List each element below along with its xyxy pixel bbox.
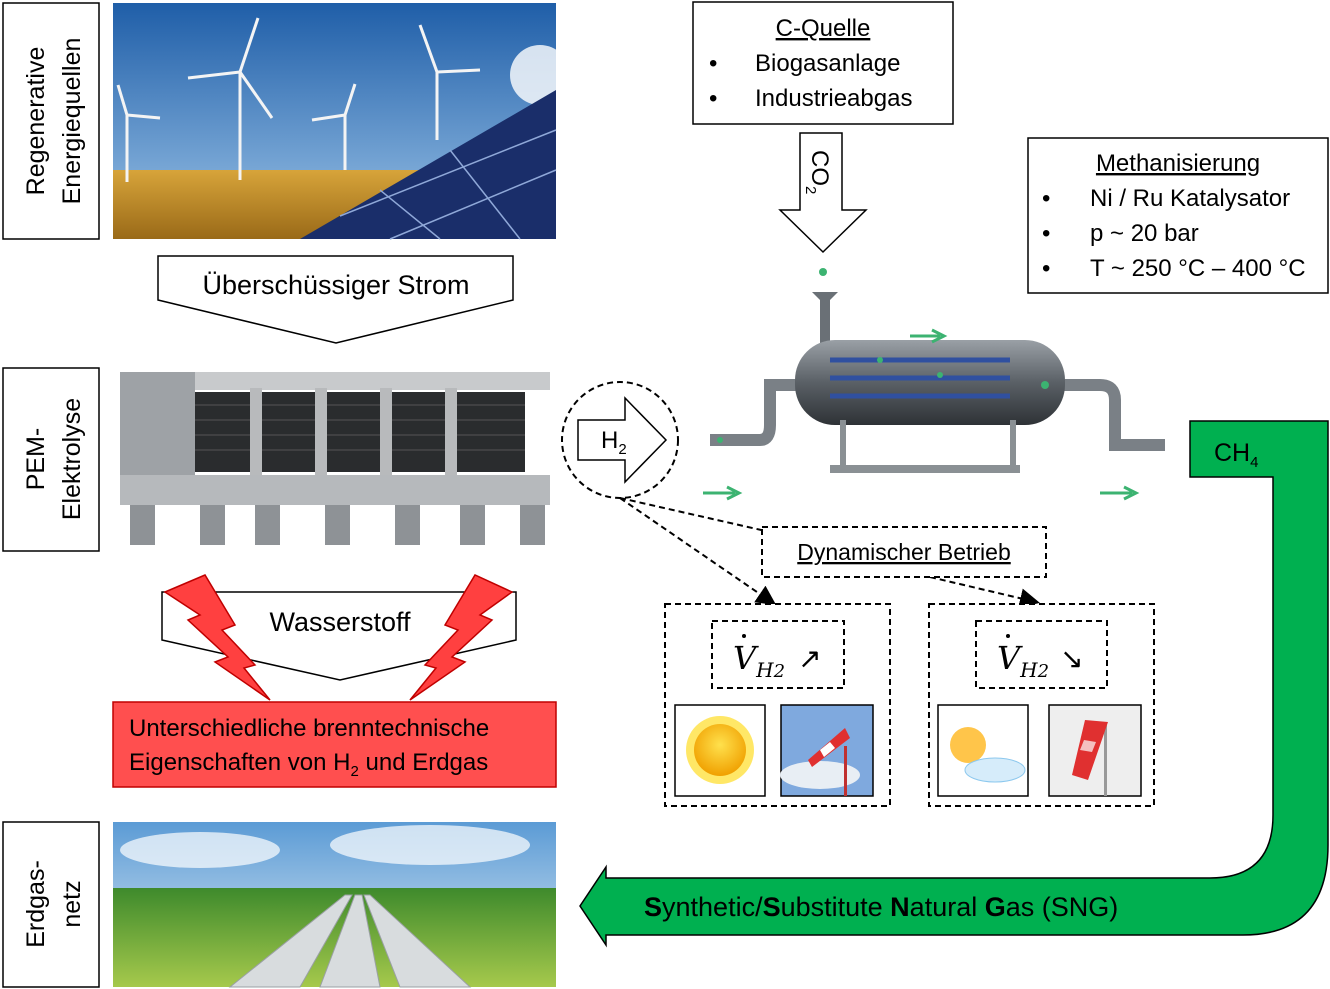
flow-arrow-icon <box>910 328 948 344</box>
label-renewables: Regenerative Energiequellen <box>2 2 100 240</box>
svg-text:CO2: CO2 <box>802 150 833 194</box>
svg-text:Erdgas-: Erdgas- <box>22 860 50 948</box>
flow-increase-panel: VH2 ↗ <box>664 603 891 807</box>
dynamic-operation-box: Dynamischer Betrieb <box>761 526 1047 578</box>
svg-text:H2: H2 <box>601 427 627 458</box>
svg-text:Eigenschaften von H2 und Erdga: Eigenschaften von H2 und Erdgas <box>129 749 488 780</box>
svg-text:Methanisierung: Methanisierung <box>1096 150 1260 177</box>
svg-text:Regenerative: Regenerative <box>22 47 50 196</box>
flow-arrow-icon <box>703 485 743 501</box>
svg-text:↘: ↘ <box>1060 643 1083 674</box>
label-gas-grid: Erdgas- netz <box>2 821 100 988</box>
svg-text:Elektrolyse: Elektrolyse <box>58 398 86 520</box>
pipeline-image <box>113 822 556 988</box>
flow-decrease-panel: VH2 ↘ <box>928 603 1155 807</box>
svg-text:Biogasanlage: Biogasanlage <box>755 50 900 77</box>
svg-text:•: • <box>709 85 717 112</box>
svg-text:•: • <box>1042 255 1050 282</box>
svg-text:•: • <box>709 50 717 77</box>
flow-arrow-icon <box>1100 485 1140 501</box>
sng-return-arrow: CH4 Synthetic/Substitute Natural Gas (SN… <box>579 420 1329 948</box>
svg-text:Dynamischer Betrieb: Dynamischer Betrieb <box>797 539 1010 565</box>
windsock-strong-icon <box>780 704 874 797</box>
combustion-warning-box: Unterschiedliche brenntechnische Eigensc… <box>112 701 557 788</box>
windsock-weak-icon <box>1048 704 1142 797</box>
svg-text:netz: netz <box>58 880 86 927</box>
svg-text:Ni / Ru Katalysator: Ni / Ru Katalysator <box>1090 185 1290 212</box>
dynamic-connectors <box>619 497 1040 609</box>
svg-text:Wasserstoff: Wasserstoff <box>269 607 411 637</box>
renewables-image <box>113 3 570 240</box>
lightning-right-icon <box>409 574 514 701</box>
methanation-box: Methanisierung • Ni / Ru Katalysator • p ~… <box>1027 137 1329 294</box>
svg-text:Überschüssiger Strom: Überschüssiger Strom <box>202 270 469 300</box>
svg-text:Energiequellen: Energiequellen <box>58 38 86 205</box>
svg-text:PEM-: PEM- <box>22 428 50 491</box>
svg-text:•: • <box>1042 220 1050 247</box>
svg-text:C-Quelle: C-Quelle <box>776 15 871 42</box>
hydrogen-arrow: Wasserstoff <box>161 591 517 681</box>
svg-text:VH2: VH2 <box>997 639 1049 682</box>
lightning-left-icon <box>163 574 271 701</box>
sunny-icon <box>674 704 766 797</box>
svg-text:↗: ↗ <box>798 643 821 674</box>
svg-text:T ~ 250 °C – 400 °C: T ~ 250 °C – 400 °C <box>1090 255 1306 282</box>
co2-arrow: CO2 <box>778 132 868 254</box>
carbon-source-box: C-Quelle • Biogasanlage • Industrieabgas <box>692 1 954 125</box>
svg-text:Synthetic/Substitute Natural G: Synthetic/Substitute Natural Gas (SNG) <box>644 892 1118 922</box>
svg-text:Unterschiedliche brenntechnisc: Unterschiedliche brenntechnische <box>129 715 489 742</box>
methanation-reactor-image <box>703 268 1165 501</box>
label-electrolysis: PEM- Elektrolyse <box>2 367 100 552</box>
h2-feed: H2 <box>561 381 679 499</box>
svg-text:•: • <box>1042 185 1050 212</box>
svg-text:Industrieabgas: Industrieabgas <box>755 85 912 112</box>
svg-text:p ~ 20 bar: p ~ 20 bar <box>1090 220 1199 247</box>
partly-cloudy-icon <box>937 704 1029 797</box>
surplus-power-arrow: Überschüssiger Strom <box>157 255 514 344</box>
svg-text:VH2: VH2 <box>733 639 785 682</box>
electrolyzer-image <box>120 372 550 545</box>
svg-text:CH4: CH4 <box>1214 439 1258 471</box>
